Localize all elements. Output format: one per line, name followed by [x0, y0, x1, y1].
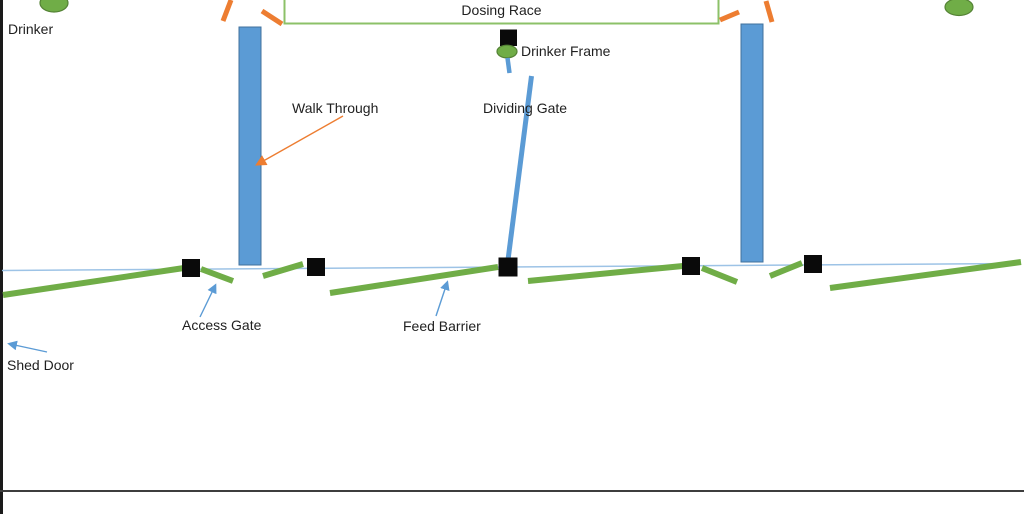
access-gate-label: Access Gate — [182, 317, 262, 333]
shed-door-label: Shed Door — [7, 357, 74, 373]
walk-through-arrow — [255, 115, 344, 166]
feed-barrier-segment — [329, 264, 499, 296]
walk-through-left-rect — [238, 26, 262, 266]
gate-post-square — [498, 257, 518, 277]
page-bottom-border — [0, 490, 1024, 492]
feed-barrier-label: Feed Barrier — [403, 318, 481, 334]
access-gate-arrow — [199, 283, 217, 318]
gate-post-square — [682, 257, 700, 275]
page-left-border — [0, 0, 3, 514]
drinker-ellipse-right — [944, 0, 974, 17]
access-gate-segment — [199, 266, 235, 284]
dosing-race-label: Dosing Race — [461, 2, 542, 18]
feed-barrier-arrow — [435, 280, 450, 317]
feed-barrier-segment — [527, 263, 684, 284]
gate-post-square — [182, 259, 200, 277]
walk-through-label: Walk Through — [292, 100, 379, 116]
race-gate-dash — [763, 0, 775, 23]
race-gate-dash — [220, 0, 234, 22]
access-gate-segment — [700, 265, 739, 285]
access-gate-segment — [768, 260, 804, 279]
access-gate-segment — [262, 261, 304, 279]
race-gate-dash — [260, 8, 284, 27]
dividing-gate-line — [505, 75, 534, 261]
drinker-frame-ellipse — [496, 44, 518, 59]
drinker-label: Drinker — [8, 21, 54, 37]
dosing-race-box — [283, 0, 720, 25]
shed-door-arrow — [7, 340, 48, 353]
gate-post-square — [307, 258, 325, 276]
drinker-ellipse-left — [39, 0, 69, 13]
walk-through-right-rect — [740, 23, 764, 263]
feed-barrier-segment — [829, 259, 1022, 291]
feed-barrier-segment — [2, 265, 185, 298]
dividing-gate-label: Dividing Gate — [483, 100, 568, 116]
drinker-frame-square — [500, 29, 517, 46]
drinker-frame-stem — [505, 57, 512, 74]
drinker-frame-label: Drinker Frame — [521, 43, 611, 59]
race-gate-dash — [719, 9, 740, 23]
gate-post-square — [804, 255, 822, 273]
